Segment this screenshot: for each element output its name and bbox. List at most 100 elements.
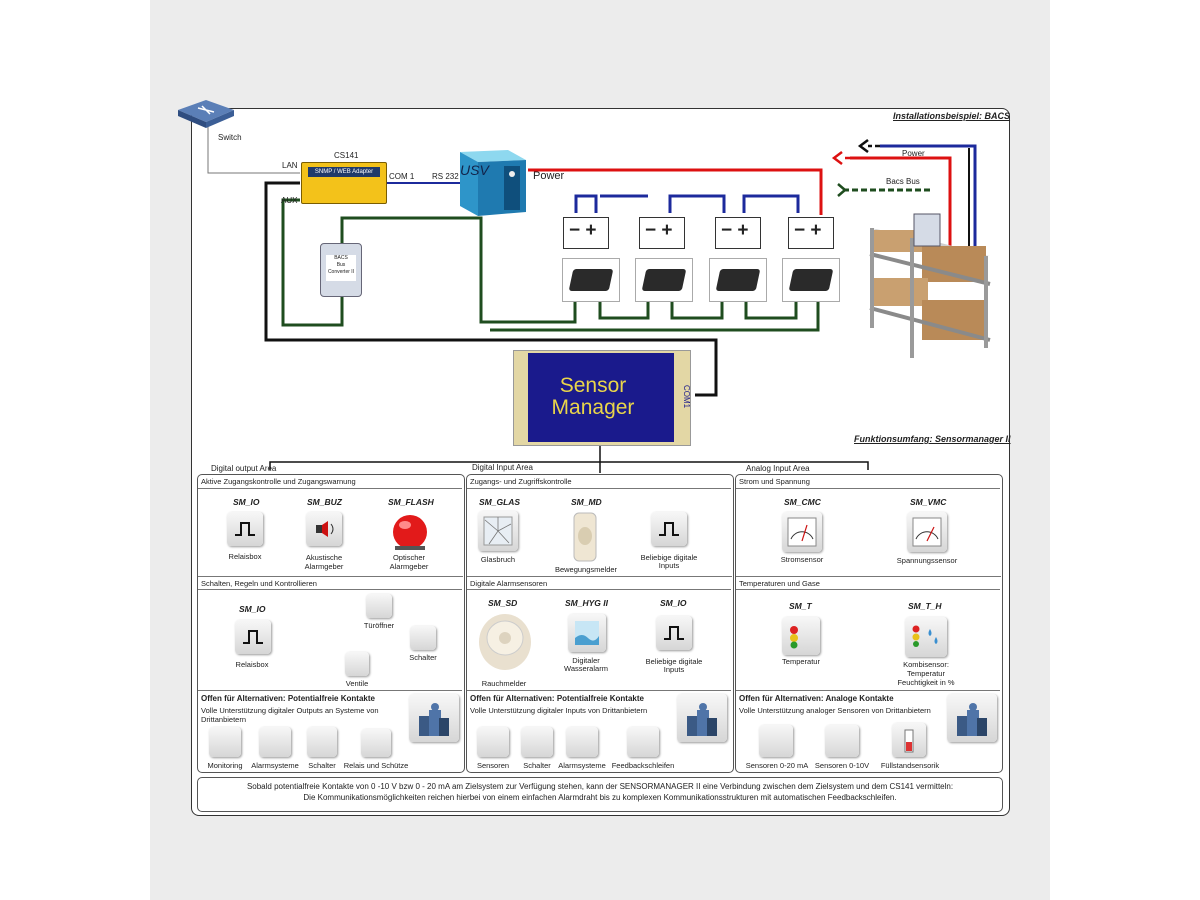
col3-module-1: SM_CMC	[784, 497, 821, 507]
battery-1: − +	[563, 217, 609, 249]
battery-sensor-2	[635, 258, 693, 302]
col1-module-1: SM_IO	[233, 497, 260, 507]
feedback-tile	[627, 727, 659, 757]
sensors-tile	[477, 727, 509, 757]
third-party-icon-3	[947, 694, 997, 742]
switch-tile-3	[521, 727, 553, 757]
flash-light-icon	[393, 515, 427, 550]
switch-icon	[178, 100, 234, 128]
col1-module-4: SM_IO	[239, 604, 266, 614]
col2-caption-1: Glasbruch	[480, 555, 516, 564]
bacs-converter-label-1: BACS	[334, 255, 348, 261]
analog-input-area-label: Analog Input Area	[746, 464, 810, 473]
col1-section-2: Schalten, Regeln und Kontrollieren	[198, 576, 463, 588]
buzzer-icon	[306, 512, 342, 546]
com1-label: COM 1	[389, 172, 415, 181]
col1-alt-title: Offen für Alternativen: Potentialfreie K…	[201, 694, 375, 703]
digital-input-area-label: Digital Input Area	[472, 463, 533, 472]
col2-section-1: Zugangs- und Zugriffskontrolle	[470, 477, 572, 486]
col3-module-2: SM_VMC	[910, 497, 947, 507]
col1-output-1: Türöffner	[363, 621, 395, 630]
third-party-icon-1	[409, 694, 459, 742]
col2-tile-2: Schalter	[523, 761, 551, 770]
col3-tile-1: Sensoren 0-20 mA	[745, 761, 809, 770]
col3-caption-4a: Kombisensor:	[903, 660, 949, 669]
col1-tile-3: Schalter	[308, 761, 336, 770]
col1-caption-3a: Optischer	[392, 553, 426, 562]
col2-tile-1: Sensoren	[476, 761, 510, 770]
battery-sensor-3	[709, 258, 767, 302]
col2-module-2: SM_MD	[571, 497, 602, 507]
door-opener-tile	[366, 594, 392, 618]
smoke-detector-icon	[479, 614, 531, 670]
col3-section-2: Temperaturen und Gase	[736, 576, 1001, 588]
sensor-manager-screen: Sensor Manager	[528, 353, 674, 442]
col1-output-2: Schalter	[409, 653, 437, 662]
bacs-converter-label-2: Bus Converter II	[327, 262, 355, 275]
cs141-adapter: SNMP / WEB Adapter	[301, 162, 387, 204]
bacs-converter: BACS Bus Converter II	[320, 243, 362, 297]
footer-line-1: Sobald potentialfreie Kontakte von 0 -10…	[246, 782, 954, 791]
function-title: Funktionsumfang: Sensormanager II	[854, 434, 1011, 444]
digital-input-icon-2	[656, 616, 692, 650]
col1-caption-1: Relaisbox	[228, 552, 262, 561]
col1-module-2: SM_BUZ	[307, 497, 342, 507]
bacs-blue-line	[880, 144, 977, 248]
col2-alt-text: Volle Unterstützung digitaler Inputs von…	[470, 706, 648, 715]
col2-tile-4: Feedbackschleifen	[611, 761, 675, 770]
col1-alt-text-1: Volle Unterstützung digitaler Outputs an…	[201, 706, 379, 715]
col3-caption-4b: Temperatur	[907, 669, 945, 678]
adapter-label: SNMP / WEB Adapter	[308, 167, 380, 177]
col1-caption-4: Relaisbox	[235, 660, 269, 669]
col2-caption-6a: Beliebige digitale	[645, 657, 703, 666]
battery-rack-icon	[869, 213, 991, 358]
aux-label: AUX	[281, 196, 298, 205]
current-meter-icon	[782, 512, 822, 552]
col1-tile-1: Monitoring	[207, 761, 243, 770]
switch-label: Switch	[218, 133, 242, 142]
third-party-icon-2	[677, 694, 727, 742]
col3-module-3: SM_T	[789, 601, 812, 611]
switch-tile	[410, 626, 436, 650]
digital-output-area-label: Digital output Area	[211, 464, 277, 473]
digital-input-icon	[651, 512, 687, 546]
battery-sensor-4	[782, 258, 840, 302]
relaisbox-icon-2	[235, 620, 271, 654]
valve-tile	[345, 652, 369, 676]
power-label: Power	[533, 170, 565, 182]
com1-side-label: COM1	[682, 384, 692, 409]
col1-tile-2: Alarmsysteme	[251, 761, 299, 770]
alarm-systems-tile-2	[566, 727, 598, 757]
col3-module-4: SM_T_H	[908, 601, 942, 611]
footer-note: Sobald potentialfreie Kontakte von 0 -10…	[197, 777, 1003, 812]
col2-section-2: Digitale Alarmsensoren	[467, 576, 732, 588]
cs141-label: CS141	[334, 151, 359, 160]
col2-caption-3a: Beliebige digitale	[640, 553, 698, 562]
battery-2: − +	[639, 217, 685, 249]
col3-caption-4c: Feuchtigkeit in %	[897, 678, 955, 687]
power-line	[528, 168, 823, 215]
col3-alt-title: Offen für Alternativen: Analoge Kontakte	[739, 694, 894, 703]
level-sensor-tile	[892, 723, 926, 757]
col2-caption-3b: Inputs	[658, 561, 680, 570]
col1-tile-4: Relais und Schütze	[343, 761, 409, 770]
col3-caption-2: Spannungssensor	[896, 556, 958, 565]
col1-output-3: Ventile	[345, 679, 369, 688]
col1-section-1: Aktive Zugangskontrolle und Zugangswarnu…	[201, 477, 356, 486]
col1-caption-2a: Akustische	[305, 553, 343, 562]
motion-detector-icon	[573, 512, 597, 562]
col3-caption-1: Stromsensor	[780, 555, 824, 564]
col3-tile-3: Füllstandsensorik	[880, 761, 940, 770]
glass-break-icon	[478, 511, 518, 551]
col3-tile-2: Sensoren 0-10V	[814, 761, 870, 770]
col2-module-6: SM_IO	[660, 598, 687, 608]
temp-humidity-icon	[905, 617, 947, 657]
col2-tile-3: Alarmsysteme	[558, 761, 606, 770]
battery-sensor-1	[562, 258, 620, 302]
col3-caption-3: Temperatur	[782, 657, 820, 666]
relaisbox-icon	[227, 512, 263, 546]
sensor-manager-line	[264, 181, 718, 397]
switch-tile-2	[307, 727, 337, 757]
bus-line	[281, 198, 577, 327]
